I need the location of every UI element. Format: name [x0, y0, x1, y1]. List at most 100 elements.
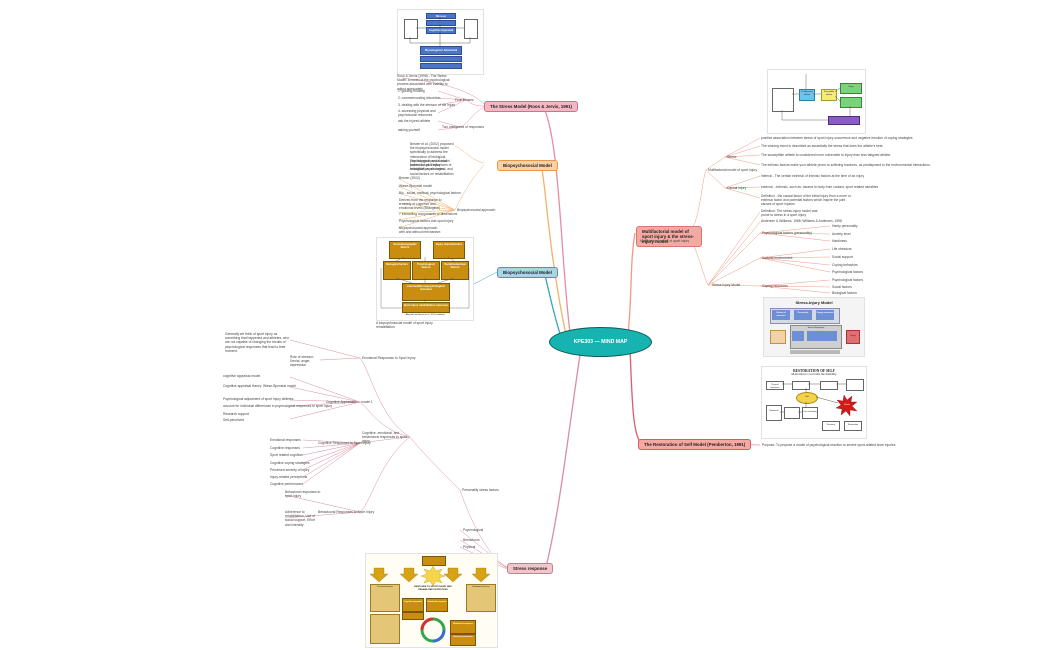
diagram-arrows: [781, 74, 851, 121]
diagram-box-label: Sociodemographic factors: [393, 243, 417, 249]
topic-stress-response-label: Stress response: [513, 566, 548, 571]
connector-restoration: [629, 349, 641, 443]
diagram-box: Recovery: [822, 421, 840, 431]
stress-response-item: Psychological adjustment of sport injury…: [223, 397, 294, 401]
stress-model-item: ask the injured athlete: [398, 119, 431, 123]
diagram-box-label: Intermediate biopsychological outcomes: [407, 285, 445, 291]
stress-injury-model-label: Stress Injury Model: [712, 283, 741, 287]
stress-response-sublabel: Personality stress factors: [462, 488, 499, 492]
stress-response-sublabel: Emotional Responses to Sport Injury: [362, 356, 416, 360]
diagram-box-label: Predisposed athlete: [801, 91, 813, 96]
diagram-box: Susceptible athlete: [821, 89, 837, 101]
stress-response-item: cognitive appraisal model: [223, 374, 261, 378]
topic-biopsych2[interactable]: Biopsychosocial Model: [497, 267, 558, 278]
topic-biopsych2-label: Biopsychosocial Model: [503, 270, 552, 275]
diagram-box: History of stressors: [772, 310, 790, 320]
stress-model-diagram[interactable]: Stressor Cognitive Appraisal Physiologic…: [397, 9, 484, 75]
stress-injury-item: Psychological factors: [832, 278, 863, 282]
stress-injury-sublabel: Coping resources: [762, 284, 788, 288]
multifactorial-item: internal - The certain extrinsic of intr…: [761, 174, 865, 178]
diagram-box-label: History of stressors: [776, 312, 786, 317]
diagram-box-label: Crisis: [844, 404, 850, 406]
diagram-box: Restoration: [844, 421, 862, 431]
stress-injury-item: Definition: The stress-injury model was …: [761, 209, 818, 218]
diagram-box: Sociodemographic factors: [389, 241, 421, 259]
diagram-box-label: Injury: [850, 335, 856, 337]
diagram-box: Psychological factors: [412, 261, 440, 280]
multifactorial-diagram[interactable]: Predisposed athlete Susceptible athlete …: [767, 69, 866, 134]
diagram-shapes: [369, 565, 491, 643]
central-topic[interactable]: KPE303 — MIND MAP: [549, 327, 652, 357]
diagram-title: RESPONSE TO SPORT INJURY AND REHABILITAT…: [414, 586, 452, 591]
diagram-arrows: [380, 256, 470, 309]
stress-response-item: Psychological: [463, 528, 484, 532]
diagram-box: Predisposed athlete: [799, 89, 815, 101]
stress-injury-sublabel: Cultural environment: [762, 256, 793, 260]
diagram-box: [828, 116, 860, 125]
crisis-burst-shape: [835, 394, 858, 417]
biopsychosocial-item: Wiese-Bjornstal model: [399, 184, 432, 188]
diagram-box: Physical limitations: [766, 381, 784, 390]
diagram-box: [422, 556, 446, 566]
stress-response-sublabel: Cognitive Responses to Sport Injury: [318, 441, 371, 445]
multifactorial-item: external - extrinsic, such as: trauma to…: [761, 185, 879, 189]
stress-response-sublabel: Behavioural Responses to Sport Injury: [318, 510, 375, 514]
stress-response-item: Cognitive coping strategies: [270, 461, 310, 465]
stress-model-item: 2. commemorating discretion: [398, 96, 441, 100]
diagram-box-label: Loss of identity: [803, 411, 817, 413]
multifactorial-model-label: Multifactorial model of sport injury: [708, 168, 758, 172]
diagram-box: Situational factors: [466, 584, 496, 612]
topic-restoration[interactable]: The Restoration of Self Model (Pemberton…: [638, 439, 752, 450]
stress-injury-item: Anxiety level: [832, 232, 851, 236]
stress-model-item: asking yourself: [398, 128, 420, 132]
stress-response-item: Self-perceived: [223, 418, 245, 422]
stress-injury-diagram[interactable]: Stress-Injury Model History of stressors…: [763, 297, 865, 357]
topic-multifactorial[interactable]: Multifactorial model of sport injury & t…: [636, 226, 702, 247]
diagram-box-label: Injury: [848, 86, 854, 88]
diagram-box-label: Stressor: [435, 14, 447, 18]
diagram-box-label: Psychological factors: [417, 263, 435, 269]
stress-response-item: Role of stressor: Denial, anger, depress…: [290, 355, 315, 368]
stress-model-responses-label: Two categories of responses: [442, 125, 484, 129]
diagram-box-label: Sport injury rehabilitation outcomes: [403, 304, 449, 307]
diagram-box: [464, 19, 478, 39]
diagram-box: [772, 88, 794, 112]
diagram-box: [370, 614, 400, 644]
stress-injury-item: Coping behaviors: [832, 263, 858, 267]
stress-response-item: Behaviours: [463, 538, 480, 542]
diagram-box: [792, 331, 804, 341]
biopsychosocial-diagram[interactable]: Sociodemographic factors Injury characte…: [376, 237, 474, 321]
diagram-box: [402, 612, 424, 620]
stress-model-item: 4. accessing physical and psychosocial r…: [398, 109, 436, 118]
stress-response-diagram[interactable]: RESPONSE TO SPORT INJURY AND REHABILITAT…: [365, 553, 498, 648]
topic-multifactorial-label: Multifactorial model of sport injury & t…: [642, 229, 694, 244]
diagram-box: Injury: [840, 83, 862, 94]
multifactorial-stress-label: Stress: [727, 155, 737, 159]
diagram-box-label: Social/contextual factors: [444, 263, 466, 269]
diagram-box: [770, 330, 786, 344]
stress-injury-item: Social support: [832, 255, 853, 259]
restoration-diagram[interactable]: RESTORATION OF SELF Motivation to overco…: [761, 366, 867, 439]
topic-restoration-label: The Restoration of Self Model (Pemberton…: [644, 442, 746, 447]
diagram-shapes: [780, 383, 858, 417]
diagram-subtitle: Motivation to overcome the disability: [791, 372, 837, 376]
restoration-description: Purpose: To propose a model of psycholog…: [762, 443, 896, 447]
multifactorial-sublabel: Multifactorial model of sport injury: [640, 239, 690, 243]
diagram-box-label: Cognitive appraisal: [403, 601, 423, 603]
topic-stress-model[interactable]: The Stress Model (Roos & Jervis, 1991): [484, 101, 578, 112]
diagram-box: [420, 63, 462, 69]
diagram-box-label: Situational factors: [472, 586, 490, 588]
stress-response-item: Generally we think of sport injury as so…: [225, 332, 289, 353]
topic-biopsychosocial[interactable]: Biopsychosocial Model: [497, 160, 558, 171]
cycle-arc-shape: [432, 629, 446, 643]
diagram-box: Stressor: [426, 13, 456, 19]
stress-injury-item: Biological factors: [832, 291, 857, 295]
connector-stress-model: [542, 105, 571, 334]
diagram-arrows: [409, 17, 471, 46]
topic-stress-response[interactable]: Stress response: [507, 563, 554, 574]
stress-injury-item: Life stressors: [832, 247, 852, 251]
stress-injury-item: Hardy personality: [832, 224, 858, 228]
connector-biopsychosocial: [540, 164, 567, 336]
diagram-box: Behavioral response: [450, 620, 476, 634]
